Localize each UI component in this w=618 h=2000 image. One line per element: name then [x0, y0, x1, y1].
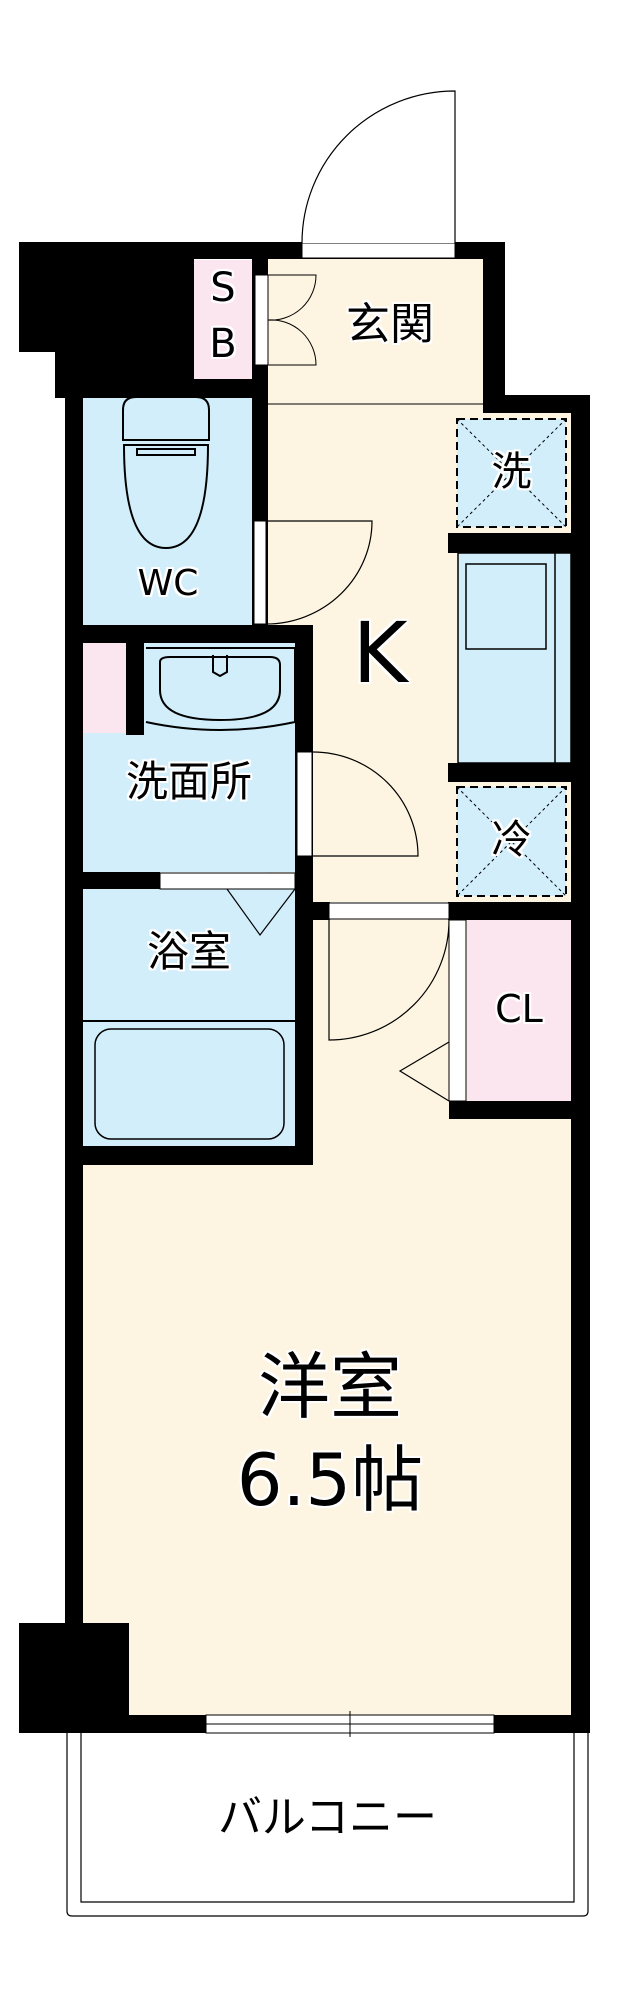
toilet-door[interactable] — [253, 520, 267, 625]
balcony-outline — [66, 1733, 589, 1917]
shoe-box-label-b: B — [209, 321, 237, 367]
toilet-label: WC — [137, 563, 199, 604]
fridge-space — [456, 786, 567, 897]
washroom-door-swing — [312, 751, 419, 857]
room-door[interactable] — [328, 902, 450, 920]
balcony-window[interactable] — [205, 1711, 495, 1737]
shoe-box-door[interactable] — [254, 274, 269, 366]
closet-door[interactable] — [448, 919, 467, 1102]
washer-label: 洗 — [491, 449, 532, 495]
entrance-floor — [268, 258, 483, 404]
closet-label: CL — [495, 987, 543, 1031]
western-room-size: 6.5帖 — [236, 1438, 424, 1522]
toilet-icon — [122, 396, 210, 550]
shoe-box-label-s: S — [210, 265, 236, 311]
kitchen-sink-icon — [465, 563, 547, 650]
toilet-floor — [83, 398, 253, 625]
bathroom-door[interactable] — [159, 872, 296, 890]
vanity-sink-icon — [145, 647, 296, 731]
fridge-label: 冷 — [491, 817, 532, 863]
washroom-closet[interactable] — [83, 643, 126, 733]
bathroom-label: 浴室 — [146, 927, 231, 976]
toilet-door-swing — [265, 520, 373, 625]
bathtub-icon — [94, 1028, 285, 1140]
kitchen-label: K — [352, 604, 408, 702]
kitchen-counter — [457, 552, 572, 764]
washroom-label: 洗面所 — [125, 757, 252, 806]
entrance-door[interactable] — [301, 242, 456, 259]
room-door-swing — [328, 919, 450, 1041]
closet-floor[interactable] — [467, 920, 571, 1101]
entrance-label: 玄関 — [346, 299, 434, 350]
bathroom-door-fold — [226, 888, 296, 937]
washroom-door[interactable] — [296, 751, 313, 857]
walls — [19, 242, 590, 1733]
entrance-door-swing — [301, 90, 456, 244]
western-room-label: 洋室 — [257, 1345, 402, 1429]
shoe-box-door-swing — [267, 274, 317, 366]
washer-space — [456, 418, 567, 528]
closet-door-fold — [398, 1041, 450, 1102]
shoe-box[interactable] — [194, 260, 252, 379]
balcony-label: バルコニー — [217, 1792, 438, 1843]
